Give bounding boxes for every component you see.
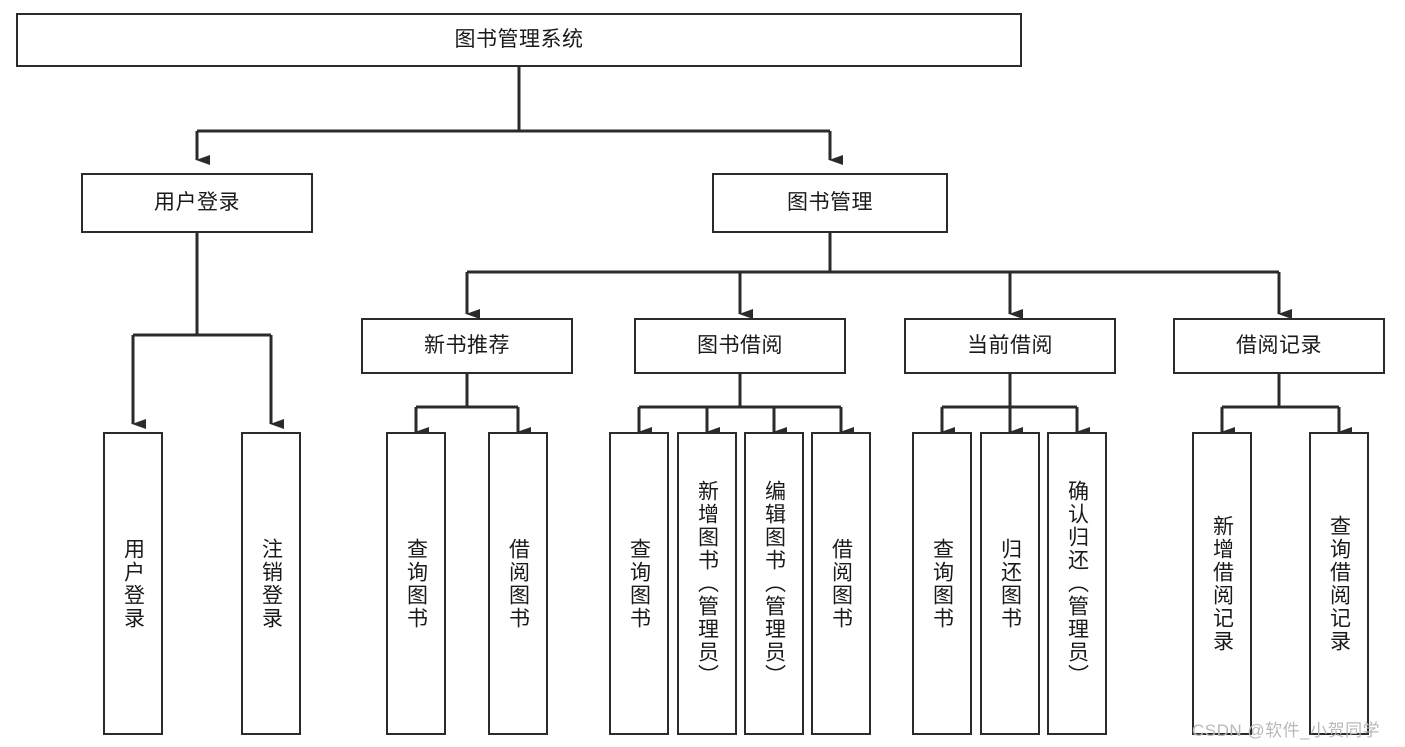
leaf-query-record[interactable]: 查询借阅记录 (1309, 432, 1369, 735)
leaf-add-book-label: 新增图书（管理员） (695, 480, 719, 687)
node-new-book-recommend[interactable]: 新书推荐 (361, 318, 573, 374)
leaf-return-book[interactable]: 归还图书 (980, 432, 1040, 735)
leaf-query-book-1-label: 查询图书 (404, 537, 428, 630)
node-user-login-label: 用户登录 (154, 190, 240, 214)
watermark-text: CSDN @软件_小贺同学 (1192, 721, 1381, 740)
node-current-borrow[interactable]: 当前借阅 (904, 318, 1116, 374)
leaf-edit-book-label: 编辑图书（管理员） (762, 480, 786, 687)
leaf-return-book-label: 归还图书 (998, 537, 1022, 630)
leaf-query-record-label: 查询借阅记录 (1327, 514, 1351, 653)
leaf-add-book[interactable]: 新增图书（管理员） (677, 432, 737, 735)
node-book-manage[interactable]: 图书管理 (712, 173, 948, 233)
leaf-add-record[interactable]: 新增借阅记录 (1192, 432, 1252, 735)
node-new-book-recommend-label: 新书推荐 (424, 333, 510, 357)
node-book-borrow-label: 图书借阅 (697, 333, 783, 357)
node-borrow-record-label: 借阅记录 (1236, 333, 1322, 357)
leaf-query-book-3[interactable]: 查询图书 (912, 432, 972, 735)
leaf-user-login-label: 用户登录 (121, 537, 145, 630)
leaf-borrow-book-1[interactable]: 借阅图书 (488, 432, 548, 735)
leaf-logout[interactable]: 注销登录 (241, 432, 301, 735)
node-borrow-record[interactable]: 借阅记录 (1173, 318, 1385, 374)
leaf-borrow-book-1-label: 借阅图书 (506, 537, 530, 630)
leaf-query-book-2-label: 查询图书 (627, 537, 651, 630)
node-current-borrow-label: 当前借阅 (967, 333, 1053, 357)
leaf-confirm-return[interactable]: 确认归还（管理员） (1047, 432, 1107, 735)
node-root[interactable]: 图书管理系统 (16, 13, 1022, 67)
leaf-query-book-3-label: 查询图书 (930, 537, 954, 630)
node-book-manage-label: 图书管理 (787, 190, 873, 214)
leaf-logout-label: 注销登录 (259, 537, 283, 630)
leaf-borrow-book-2-label: 借阅图书 (829, 537, 853, 630)
leaf-query-book-1[interactable]: 查询图书 (386, 432, 446, 735)
leaf-edit-book[interactable]: 编辑图书（管理员） (744, 432, 804, 735)
node-book-borrow[interactable]: 图书借阅 (634, 318, 846, 374)
leaf-query-book-2[interactable]: 查询图书 (609, 432, 669, 735)
leaf-user-login[interactable]: 用户登录 (103, 432, 163, 735)
node-root-label: 图书管理系统 (454, 27, 584, 51)
leaf-confirm-return-label: 确认归还（管理员） (1065, 480, 1089, 687)
leaf-borrow-book-2[interactable]: 借阅图书 (811, 432, 871, 735)
node-user-login[interactable]: 用户登录 (81, 173, 313, 233)
leaf-add-record-label: 新增借阅记录 (1210, 514, 1234, 653)
